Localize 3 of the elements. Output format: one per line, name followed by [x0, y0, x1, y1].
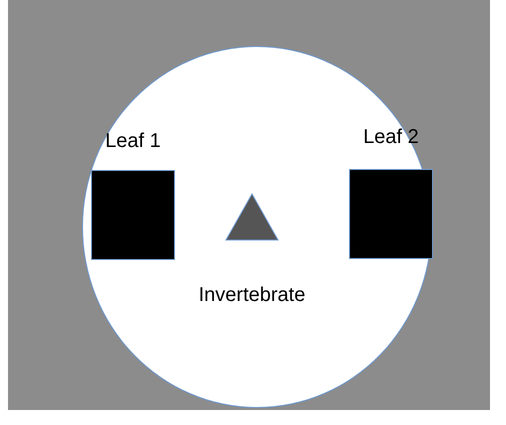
leaf-label: Leaf 1 [105, 129, 161, 153]
invertebrate-label: Invertebrate [198, 283, 306, 307]
leaf-label: Leaf 2 [363, 125, 419, 149]
